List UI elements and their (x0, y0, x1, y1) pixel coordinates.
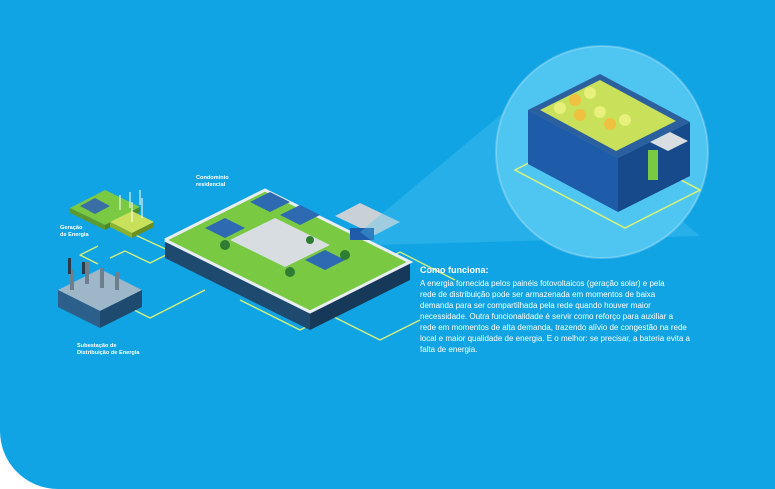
condominium-block (164, 188, 414, 330)
info-line: falta de energia. (420, 345, 478, 354)
substation (58, 258, 142, 328)
substation-label: Subestação de Distribuição de Energia (77, 343, 140, 356)
condominium-label: Condomínio residencial (196, 175, 229, 188)
info-line: necessidade. Outra funcionalidade é serv… (420, 312, 674, 321)
info-line: A energia fornecida pelos painéis fotovo… (420, 279, 665, 288)
info-line: local e maior qualidade de energia. E o … (420, 334, 690, 343)
info-title: Como funciona: (420, 265, 489, 275)
info-line: demanda para ser compartilhada pela rede… (420, 301, 651, 310)
generation-label: Geração de Energia (60, 225, 89, 238)
info-line: rede em momentos de alta demanda, trazen… (420, 323, 687, 332)
info-line: rede de distribuição pode ser armazenada… (420, 290, 656, 299)
wind-farm-platform (110, 198, 154, 238)
battery-zoom (495, 45, 709, 259)
info-body: A energia fornecida pelos painéis fotovo… (420, 278, 710, 355)
